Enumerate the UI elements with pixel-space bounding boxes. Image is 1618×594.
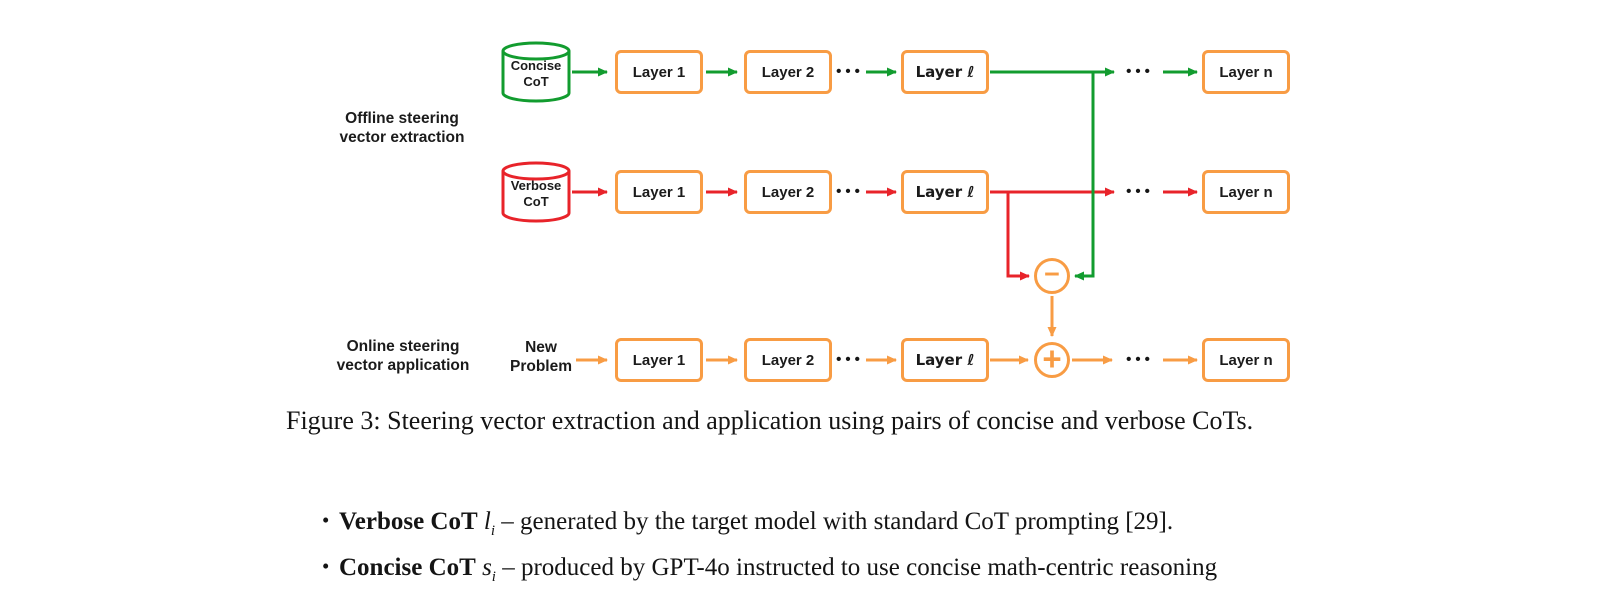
bullet-verbose-cot: • Verbose CoT li – generated by the targe… [322, 508, 1422, 540]
concise-cot-label: Concise CoT [503, 58, 569, 90]
verbose-layer-n-box: Layer n [1202, 170, 1290, 214]
bullet-icon: • [322, 554, 330, 578]
verbose-layer-2-box: Layer 2 [744, 170, 832, 214]
online-steering-label-line2: vector application [336, 357, 470, 374]
offline-steering-label-line1: Offline steering [345, 110, 459, 127]
bullet-term: Verbose CoT [339, 508, 478, 535]
bullet-term: Concise CoT [339, 554, 476, 581]
new-problem-label-line1: New [525, 339, 557, 356]
verbose-cot-label-line1: Verbose [510, 178, 562, 193]
ellipsis-verbose-mid: ••• [836, 182, 864, 200]
bullet-text: – produced by GPT-4o instructed to use c… [495, 554, 1218, 581]
verbose-layer-ell-box: Layer ℓ [901, 170, 989, 214]
online-steering-label-line1: Online steering [346, 338, 460, 355]
offline-steering-label-line2: vector extraction [339, 129, 465, 146]
concise-cot-label-line1: Concise [510, 58, 562, 73]
verbose-cot-cylinder-icon [501, 161, 571, 223]
ellipsis-concise-mid: ••• [836, 62, 864, 80]
math-subscript: i [491, 569, 496, 585]
math-var: s [482, 554, 492, 581]
plus-icon: + [1042, 339, 1062, 377]
figure-caption: Figure 3: Steering vector extraction and… [286, 406, 1254, 435]
verbose-cot-label: Verbose CoT [503, 178, 569, 210]
add-node: + [1034, 342, 1070, 378]
bullet-concise-cot: • Concise CoT si – produced by GPT-4o ins… [322, 554, 1422, 586]
verbose-cot-label-line2: CoT [523, 194, 549, 209]
math-subscript: i [490, 523, 496, 539]
application-layer-1-box: Layer 1 [615, 338, 703, 382]
concise-layer-ell-box: Layer ℓ [901, 50, 989, 94]
concise-cot-label-line2: CoT [523, 74, 549, 89]
verbose-flow-arrows [572, 187, 1198, 281]
new-problem-label: New Problem [486, 338, 596, 376]
concise-layer-n-box: Layer n [1202, 50, 1290, 94]
concise-flow-arrows [572, 67, 1198, 281]
bullet-text: – generated by the target model with sta… [495, 508, 1174, 535]
ellipsis-verbose-right: ••• [1126, 182, 1154, 200]
ellipsis-application-right: ••• [1126, 350, 1154, 368]
application-layer-n-box: Layer n [1202, 338, 1290, 382]
application-layer-ell-box: Layer ℓ [901, 338, 989, 382]
layer-ell-label: Layer ℓ [915, 183, 975, 201]
concise-cot-cylinder-icon [501, 41, 571, 103]
layer-ell-label: Layer ℓ [915, 351, 975, 369]
ellipsis-concise-right: ••• [1126, 62, 1154, 80]
math-var: l [483, 508, 491, 535]
application-layer-2-box: Layer 2 [744, 338, 832, 382]
layer-ell-label: Layer ℓ [915, 63, 975, 81]
concise-layer-1-box: Layer 1 [615, 50, 703, 94]
offline-steering-label: Offline steering vector extraction [317, 109, 487, 147]
bullet-icon: • [322, 508, 330, 532]
ellipsis-application-mid: ••• [836, 350, 864, 368]
online-steering-label: Online steering vector application [318, 337, 488, 375]
application-flow-arrows [576, 296, 1198, 365]
minus-icon: − [1044, 259, 1060, 289]
new-problem-label-line2: Problem [509, 358, 572, 375]
verbose-layer-1-box: Layer 1 [615, 170, 703, 214]
diagram-connectors [501, 41, 1198, 365]
concise-layer-2-box: Layer 2 [744, 50, 832, 94]
steering-vector-diagram: Concise CoT Verbose CoT Offline steering… [317, 41, 1290, 382]
subtract-node: − [1034, 258, 1070, 294]
